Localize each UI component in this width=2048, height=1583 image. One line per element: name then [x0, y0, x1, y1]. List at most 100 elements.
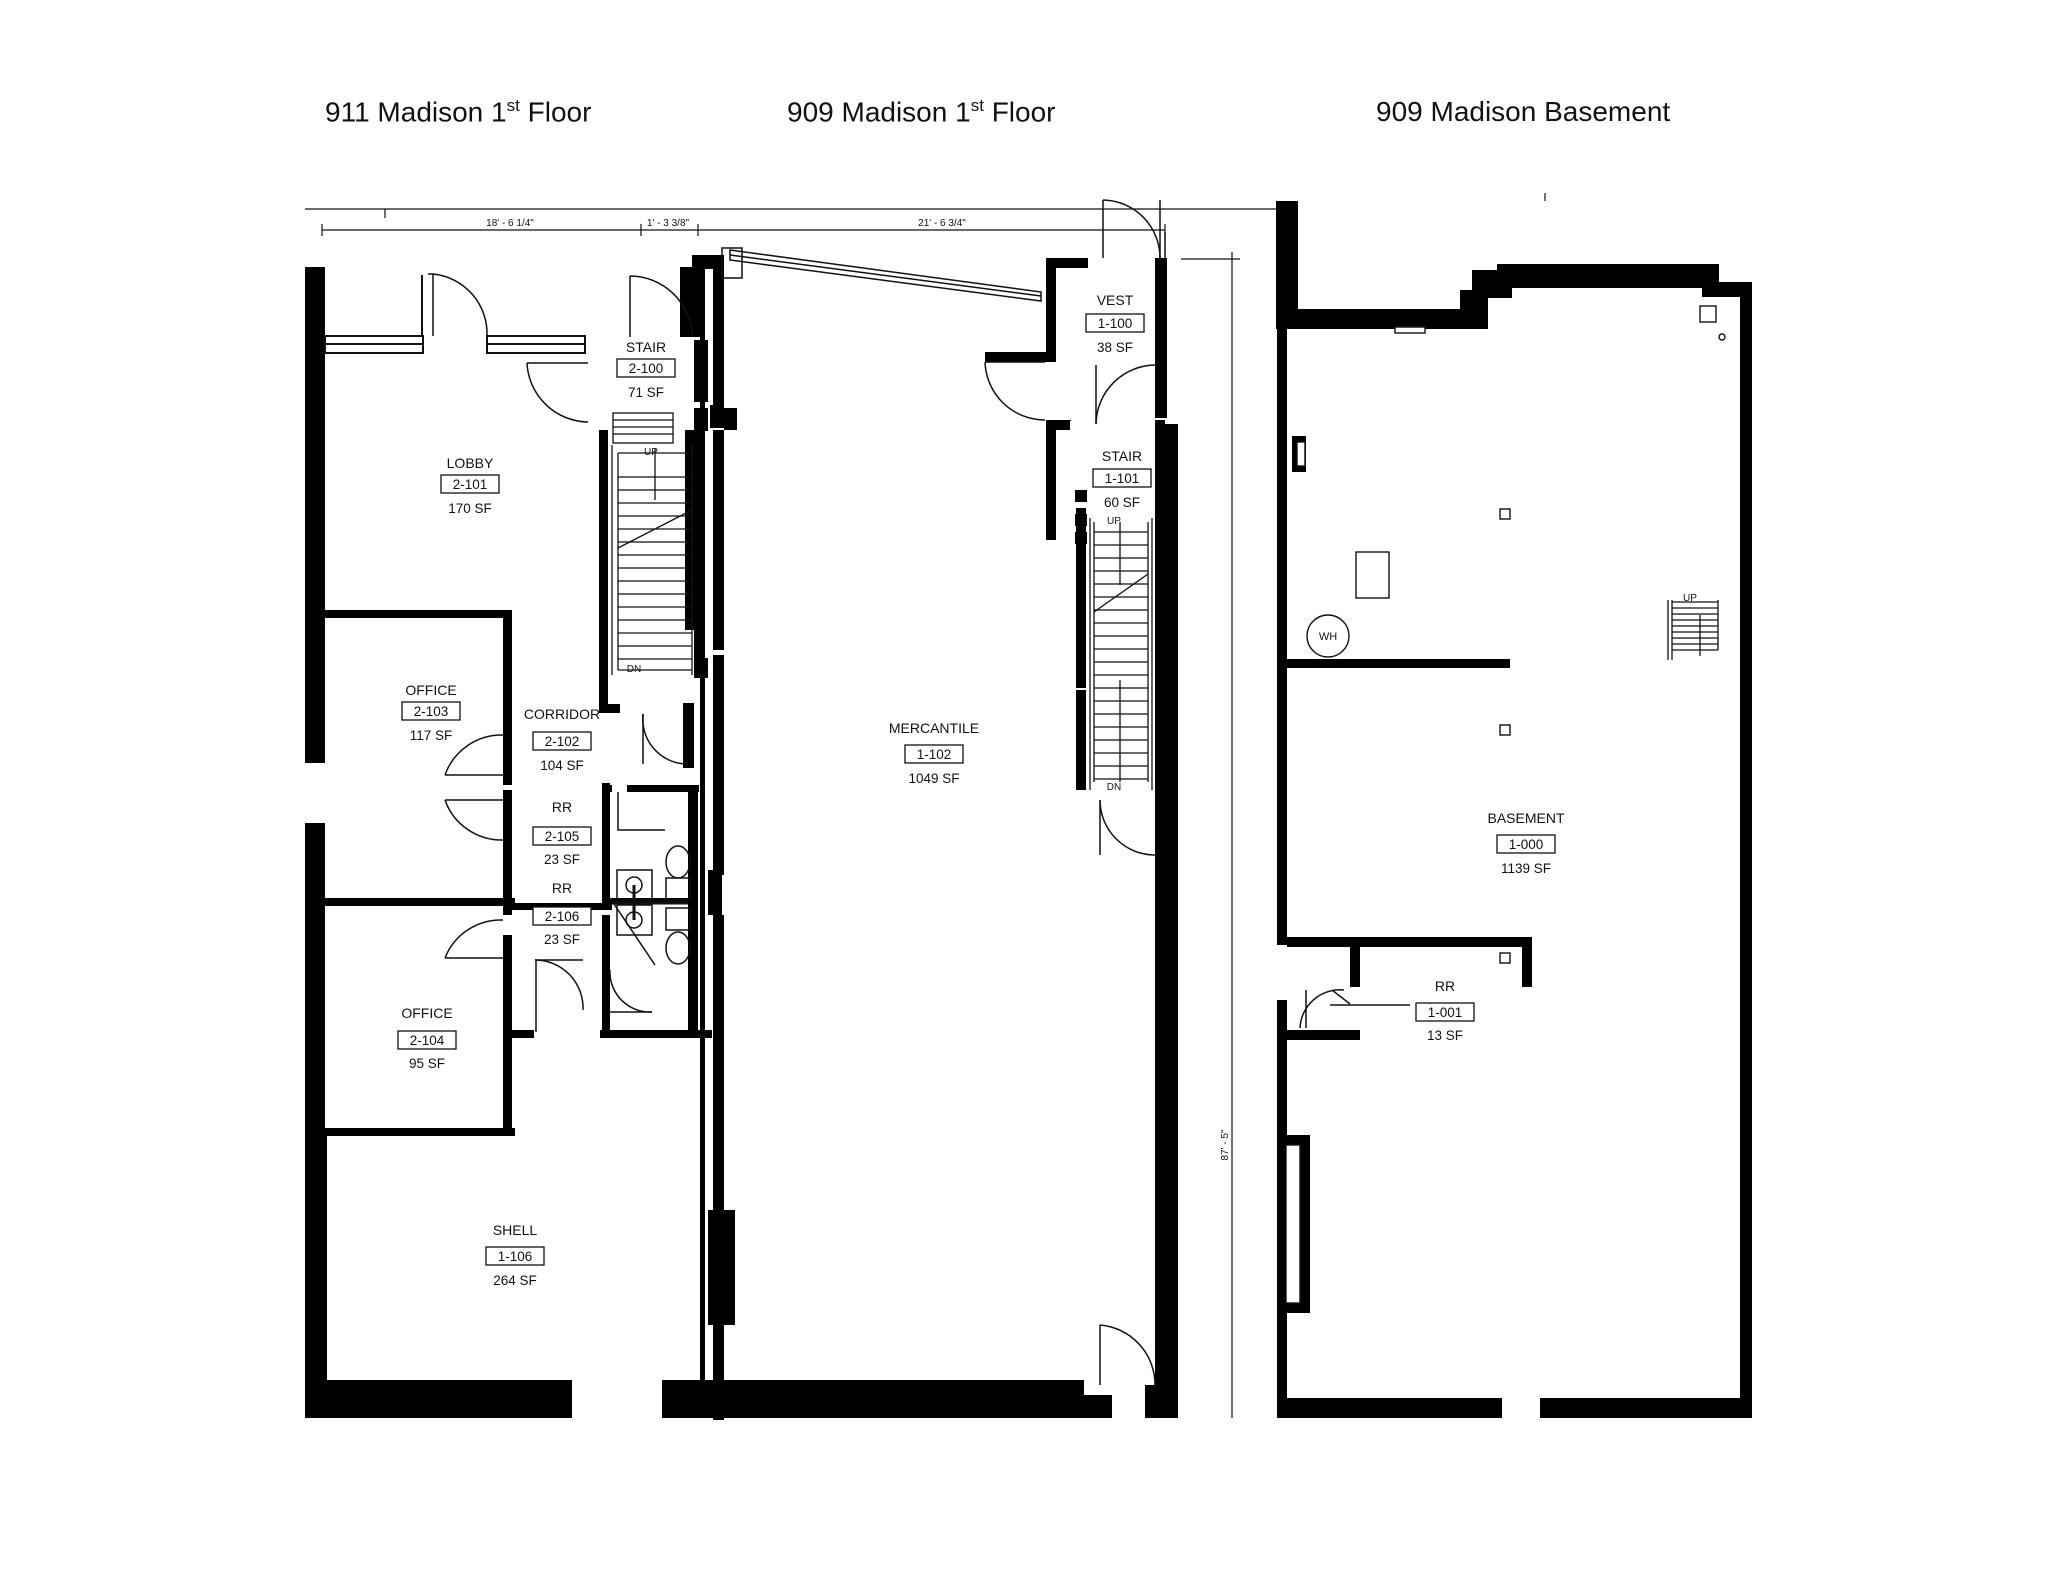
room-number: 2-102 [545, 734, 580, 749]
room-label-basement: BASEMENT 1-000 1139 SF [1487, 810, 1564, 876]
room-label-office-2-103: OFFICE 2-103 117 SF [401, 682, 461, 743]
title-909-first-floor: 909 Madison 1st Floor [787, 96, 1056, 128]
stair-2-100-up-label: UP [644, 447, 658, 458]
room-number: 1-106 [498, 1249, 533, 1264]
room-area: 117 SF [410, 728, 453, 743]
basement-stair [1667, 600, 1719, 660]
room-number: 2-105 [545, 829, 580, 844]
dimension-lines [305, 193, 1546, 1418]
room-area: 1139 SF [1501, 861, 1551, 876]
stair-1-101 [1089, 518, 1153, 790]
room-label-corridor: CORRIDOR 2-102 104 SF [524, 706, 600, 773]
dimension-label-1: 18' - 6 1/4" [486, 218, 534, 229]
room-number: 1-000 [1509, 837, 1544, 852]
title-909-text: 909 Madison 1 [787, 96, 971, 128]
fixtures-911 [612, 845, 691, 965]
room-tag-box [616, 358, 676, 378]
room-label-shell: SHELL 1-106 264 SF [485, 1222, 545, 1288]
room-area: 104 SF [540, 758, 584, 773]
dimension-label-3: 21' - 6 3/4" [918, 218, 966, 229]
room-number: 2-103 [414, 704, 449, 719]
room-tag-box [401, 701, 461, 721]
room-tag-box [1092, 468, 1152, 488]
room-number: 2-100 [629, 361, 664, 376]
room-area: 23 SF [544, 932, 580, 947]
room-label-office-2-104: OFFICE 2-104 95 SF [397, 1005, 457, 1071]
room-area: 60 SF [1104, 495, 1140, 510]
room-label-rr-2-105: RR 2-105 23 SF [532, 799, 592, 867]
dimension-label-2: 1' - 3 3/8" [647, 218, 690, 229]
room-tag-box [1496, 834, 1556, 854]
room-area: 264 SF [493, 1273, 537, 1288]
room-label-rr-2-106: RR 2-106 23 SF [532, 880, 592, 947]
room-tag-box [532, 731, 592, 751]
room-name: SHELL [493, 1222, 538, 1238]
room-label-vest: VEST 1-100 38 SF [1085, 292, 1145, 355]
room-area: 13 SF [1427, 1028, 1463, 1043]
windows-911 [324, 275, 586, 354]
room-name: BASEMENT [1487, 810, 1564, 826]
title-909-suffix: Floor [983, 96, 1056, 128]
storefront-909 [721, 247, 1042, 302]
room-area: 170 SF [448, 501, 492, 516]
room-label-stair-1-101: STAIR 1-101 60 SF [1092, 448, 1152, 510]
room-area: 38 SF [1097, 340, 1133, 355]
room-label-lobby: LOBBY 2-101 170 SF [440, 455, 500, 516]
doors-911 [428, 273, 693, 1032]
room-name: MERCANTILE [889, 720, 979, 736]
stair-2-100-dn-label: DN [627, 664, 641, 675]
room-name: STAIR [626, 339, 666, 355]
room-area: 95 SF [409, 1056, 445, 1071]
basement-stair-up-label: UP [1683, 593, 1697, 604]
room-name: OFFICE [405, 682, 456, 698]
room-tag-box [532, 906, 592, 926]
room-number: 2-104 [410, 1033, 445, 1048]
room-tag-box [1415, 1002, 1475, 1022]
room-number: 2-106 [545, 909, 580, 924]
room-tag-box [1085, 313, 1145, 333]
room-label-stair-2-100: STAIR 2-100 71 SF [616, 339, 676, 400]
room-tag-box [397, 1030, 457, 1050]
room-number: 1-102 [917, 747, 952, 762]
room-number: 1-100 [1098, 316, 1133, 331]
title-911-text: 911 Madison 1 [325, 96, 507, 128]
room-number: 2-101 [453, 477, 488, 492]
title-911-first-floor: 911 Madison 1st Floor [325, 96, 591, 128]
walls-911 [305, 255, 724, 1418]
room-label-mercantile: MERCANTILE 1-102 1049 SF [889, 720, 979, 786]
water-heater-label: WH [1319, 631, 1337, 643]
room-name: OFFICE [401, 1005, 452, 1021]
basement-details [1285, 305, 1726, 1304]
doors-909 [984, 199, 1166, 1386]
stair-2-100 [611, 412, 693, 675]
room-name: RR [1435, 978, 1455, 994]
room-tag-box [904, 744, 964, 764]
walls-909-basement [1276, 201, 1752, 1418]
title-911-suffix: Floor [519, 96, 592, 128]
room-name: RR [552, 799, 572, 815]
room-name: VEST [1097, 292, 1134, 308]
basement-rr-door [1299, 989, 1410, 1029]
room-number: 1-001 [1428, 1005, 1463, 1020]
room-area: 1049 SF [908, 771, 959, 786]
room-name: CORRIDOR [524, 706, 600, 722]
room-area: 71 SF [628, 385, 664, 400]
title-909-basement: 909 Madison Basement [1376, 96, 1671, 127]
stair-1-101-up-label: UP [1107, 516, 1121, 527]
room-tag-box [485, 1246, 545, 1266]
water-heater-icon [1306, 614, 1350, 658]
walls-909-first [708, 255, 1178, 1420]
room-label-rr-1-001: RR 1-001 13 SF [1415, 978, 1475, 1043]
room-name: STAIR [1102, 448, 1142, 464]
room-name: LOBBY [447, 455, 494, 471]
title-911-sup: st [506, 96, 520, 115]
room-area: 23 SF [544, 852, 580, 867]
title-909-sup: st [970, 96, 984, 115]
stair-1-101-dn-label: DN [1107, 782, 1121, 793]
room-name: RR [552, 880, 572, 896]
room-number: 1-101 [1105, 471, 1140, 486]
dimension-label-4: 87' - 5" [1220, 1129, 1231, 1160]
room-tag-box [532, 826, 592, 846]
room-tag-box [440, 474, 500, 494]
